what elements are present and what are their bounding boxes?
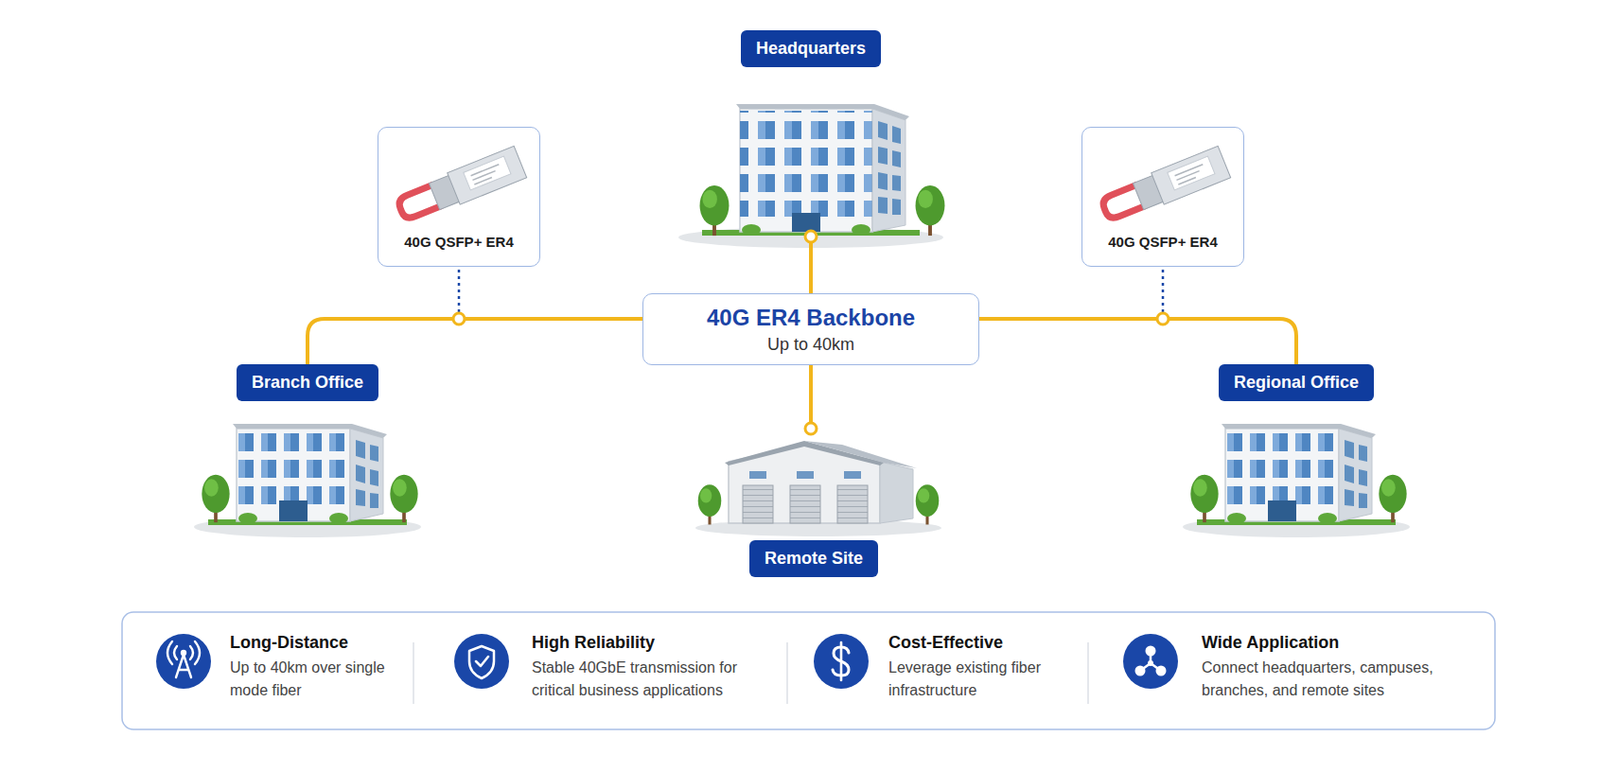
feature-text: Leverage existing fiber infrastructure: [888, 656, 1073, 703]
feature-item: Wide ApplicationConnect headquarters, ca…: [1201, 632, 1476, 703]
backbone-link: [307, 318, 643, 365]
site-label: Headquarters: [740, 30, 881, 68]
dollar-icon: [813, 633, 869, 689]
antenna-icon: [156, 633, 211, 689]
regional-building: [1182, 423, 1410, 538]
network-icon: [1123, 633, 1179, 689]
backbone-link: [808, 365, 813, 429]
transceiver-box: 40G QSFP+ ER4: [1081, 126, 1245, 267]
warehouse-building: [695, 440, 942, 537]
feature-text: Stable 40GbE transmission for critical b…: [531, 656, 777, 703]
transceiver-label: 40G QSFP+ ER4: [404, 233, 513, 251]
feature-heading: Long-Distance: [229, 632, 390, 653]
headquarters-building: [678, 104, 945, 248]
transceiver-picture: [1098, 145, 1231, 226]
backbone-title: 40G ER4 Backbone: [706, 304, 915, 332]
site-node: Headquarters: [662, 30, 960, 237]
end-dot: [805, 422, 817, 435]
feature-heading: Wide Application: [1201, 632, 1476, 653]
site-node: Remote Site: [687, 428, 940, 578]
transceiver-picture: [394, 145, 528, 226]
feature-text: Connect headquarters, campuses, branches…: [1201, 656, 1476, 703]
dotted-leader: [1161, 269, 1165, 313]
backbone-link: [808, 236, 813, 294]
backbone-link: [979, 318, 1297, 365]
feature-text: Up to 40km over single mode fiber: [229, 656, 390, 703]
feature-item: Long-Distance Up to 40km over single mode…: [229, 632, 390, 703]
site-label: Branch Office: [236, 364, 379, 402]
feature-heading: High Reliability: [531, 632, 777, 653]
site-node: Branch Office: [193, 364, 422, 540]
feature-heading: Cost-Effective: [888, 632, 1073, 653]
site-node: Regional Office: [1182, 364, 1410, 540]
site-label: Regional Office: [1218, 364, 1374, 402]
backbone-box: 40G ER4 BackboneUp to 40km: [642, 293, 980, 366]
backbone-subtitle: Up to 40km: [767, 334, 855, 355]
dotted-leader: [457, 269, 461, 313]
feature-item: High ReliabilityStable 40GbE transmissio…: [531, 632, 777, 703]
junction-dot: [453, 313, 465, 325]
branch-building: [193, 423, 422, 538]
feature-panel: [122, 612, 1495, 730]
transceiver-box: 40G QSFP+ ER4: [377, 126, 541, 267]
junction-dot: [1157, 313, 1169, 325]
shield-icon: [454, 633, 510, 689]
site-label: Remote Site: [749, 540, 879, 578]
transceiver-label: 40G QSFP+ ER4: [1107, 233, 1217, 251]
feature-item: Cost-EffectiveLeverage existing fiber in…: [888, 632, 1073, 703]
end-dot: [805, 230, 817, 243]
